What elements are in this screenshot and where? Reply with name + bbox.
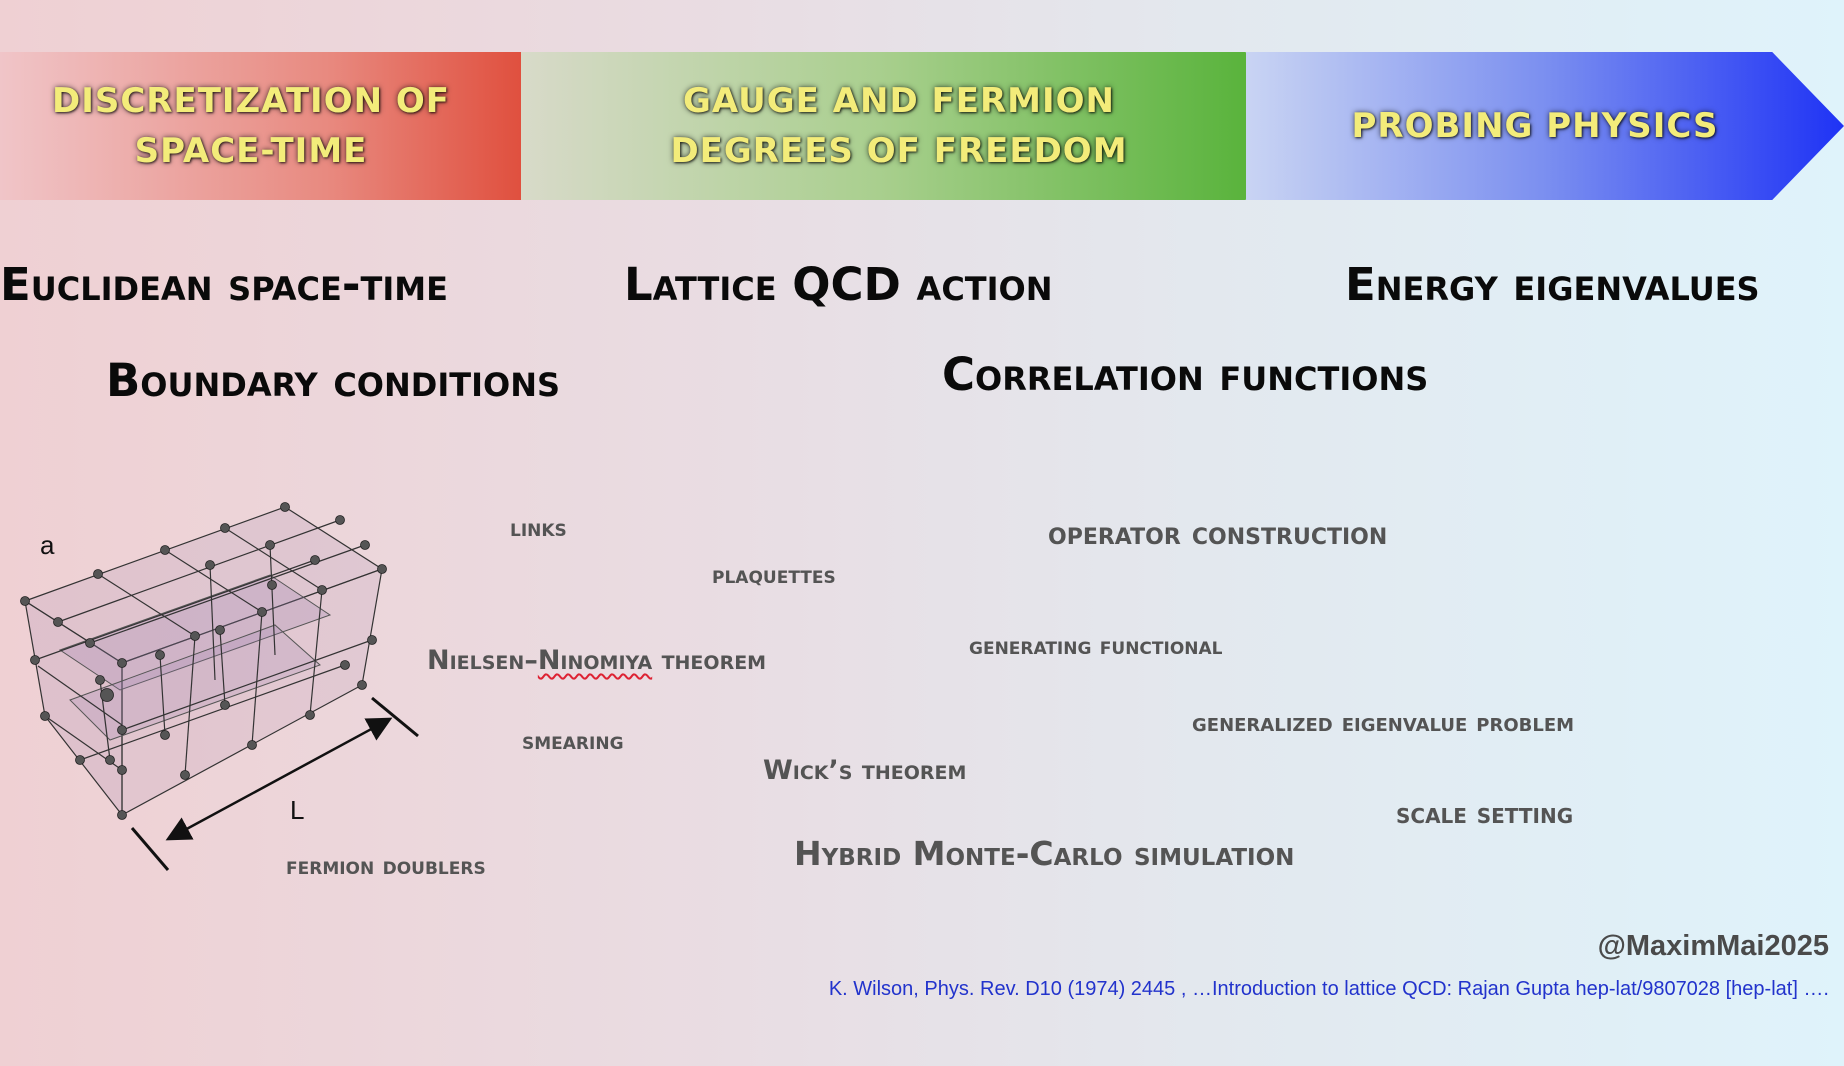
stage-gauge-fermion-line1: GAUGE AND FERMION — [682, 81, 1116, 121]
term-hybrid-monte-carlo: Hybrid Monte-Carlo simulation — [794, 834, 1295, 873]
term-generating-functional: generating functional — [969, 632, 1223, 660]
references: K. Wilson, Phys. Rev. D10 (1974) 2445 , … — [828, 978, 1829, 1000]
lattice-spacing-label: a — [40, 530, 55, 560]
heading-lattice-qcd-action: Lattice QCD action — [624, 258, 1053, 311]
heading-correlation-functions: Correlation functions — [942, 348, 1429, 401]
stage-probing-physics-line1: PROBING PHYSICS — [1351, 106, 1719, 146]
stage-discretization: DISCRETIZATION OF SPACE-TIME — [0, 52, 592, 200]
term-theorem: theorem — [652, 645, 767, 676]
term-wicks-theorem: Wick’s theorem — [763, 755, 967, 786]
stage-probing-physics: PROBING PHYSICS — [1246, 52, 1844, 200]
stage-gauge-fermion-line2: DEGREES OF FREEDOM — [670, 131, 1128, 171]
lattice-size-arrow — [130, 696, 419, 871]
stage-gauge-fermion: GAUGE AND FERMION DEGREES OF FREEDOM — [521, 52, 1317, 200]
term-scale-setting: scale setting — [1396, 797, 1574, 830]
stage-discretization-label: DISCRETIZATION OF SPACE-TIME — [52, 76, 450, 176]
term-nielsen-ninomiya-theorem: Nielsen–Ninomiya theorem — [427, 645, 766, 676]
lattice-faces — [23, 506, 384, 817]
heading-euclidean-space-time: Euclidean space-time — [0, 258, 448, 311]
term-links: links — [510, 514, 567, 542]
author-handle: @MaximMai2025 — [1597, 930, 1829, 962]
lattice-size-label: L — [290, 795, 305, 825]
term-generalized-eigenvalue-problem: generalized eigenvalue problem — [1192, 708, 1575, 738]
term-operator-construction: operator construction — [1048, 514, 1388, 552]
lattice-links — [34, 519, 373, 776]
term-nielsen: Nielsen– — [427, 645, 538, 676]
stage-discretization-line1: DISCRETIZATION OF — [51, 81, 451, 121]
stage-gauge-fermion-label: GAUGE AND FERMION DEGREES OF FREEDOM — [670, 76, 1127, 176]
heading-boundary-conditions: Boundary conditions — [106, 354, 561, 407]
term-fermion-doublers: fermion doublers — [286, 852, 486, 880]
stage-discretization-line2: SPACE-TIME — [134, 131, 368, 171]
term-ninomiya: Ninomiya — [537, 645, 653, 676]
term-smearing: smearing — [522, 727, 624, 755]
stage-probing-physics-label: PROBING PHYSICS — [1352, 101, 1719, 151]
term-plaquettes: plaquettes — [712, 561, 836, 589]
lattice-diagram — [20, 502, 419, 871]
heading-energy-eigenvalues: Energy eigenvalues — [1345, 258, 1760, 311]
